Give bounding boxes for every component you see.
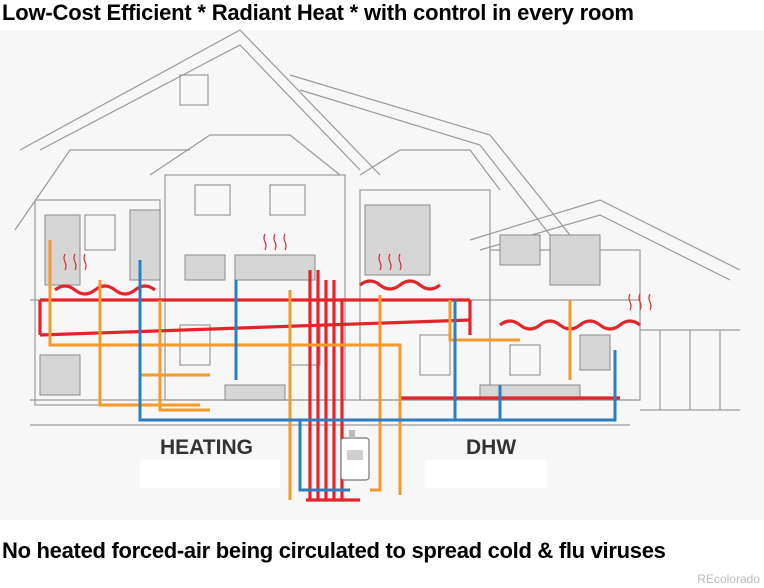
- tankless-water-heater: [340, 430, 370, 481]
- bottom-caption: No heated forced-air being circulated to…: [2, 538, 666, 563]
- heating-label-box: [140, 460, 280, 488]
- heating-label: HEATING: [160, 436, 253, 459]
- radiant-heat-indicators: [63, 233, 652, 311]
- room-furniture: [39, 204, 611, 401]
- watermark: REcolorado: [697, 572, 760, 586]
- dhw-label: DHW: [466, 436, 517, 459]
- cold-water-pipes: [138, 260, 617, 492]
- dhw-label-box: [425, 460, 547, 488]
- top-caption: Low-Cost Efficient * Radiant Heat * with…: [2, 0, 634, 25]
